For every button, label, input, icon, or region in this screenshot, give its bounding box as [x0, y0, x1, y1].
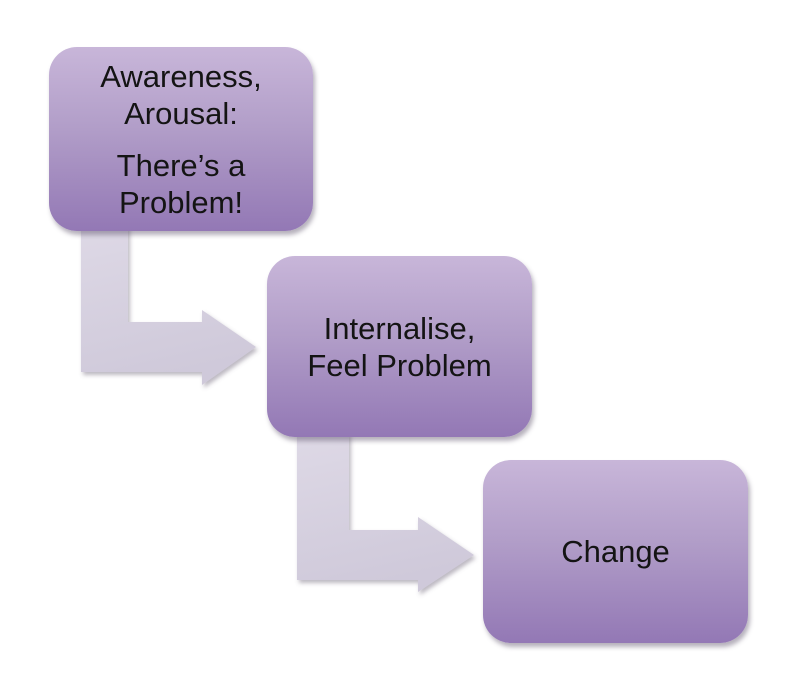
elbow-arrow-awareness-to-internalise: [81, 222, 256, 385]
elbow-arrow-internalise-to-change: [297, 432, 474, 592]
node-paragraph: Change: [561, 533, 670, 570]
node-text-line: Awareness,: [100, 58, 262, 94]
node-internalise-feel-problem: Internalise, Feel Problem: [267, 256, 532, 437]
node-text-line: Problem!: [118, 184, 244, 220]
node-text-line: There’s a: [116, 147, 246, 183]
node-text-line: Feel Problem: [307, 347, 492, 383]
node-paragraph: Awareness, Arousal:: [100, 58, 261, 132]
node-awareness-arousal: Awareness, Arousal: There’s a Problem!: [49, 47, 313, 231]
node-text-line: Internalise,: [323, 310, 476, 346]
node-change: Change: [483, 460, 748, 643]
node-paragraph: Internalise, Feel Problem: [307, 310, 491, 384]
node-text-line: Change: [561, 534, 670, 569]
node-text-line: Arousal:: [124, 95, 238, 131]
node-paragraph: There’s a Problem!: [117, 147, 246, 221]
